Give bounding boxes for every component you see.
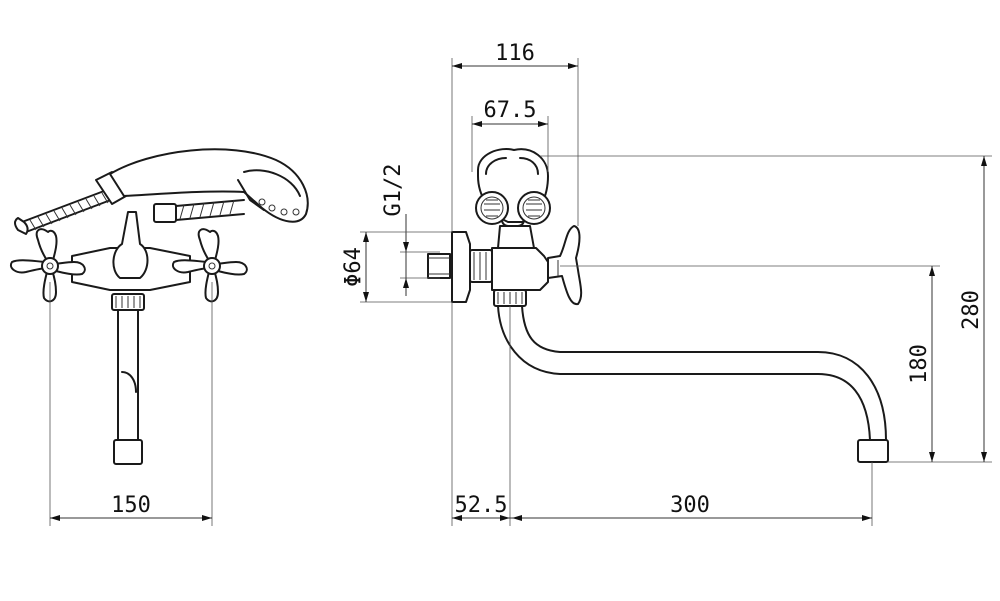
shower-head-side	[475, 148, 551, 225]
spout-front	[117, 309, 139, 441]
side-view: 116 67.5 G1/2 Φ64	[341, 41, 992, 526]
front-view: 150	[10, 148, 309, 526]
dim-thread-label: G1/2	[381, 164, 406, 217]
dim-total-height-label: 280	[959, 290, 984, 330]
shower-hose-left	[14, 187, 117, 235]
dim-side-total-depth-label: 116	[495, 41, 535, 66]
side-body	[491, 247, 549, 291]
dim-front-width: 150	[49, 282, 213, 526]
dim-total-height: 280	[540, 155, 992, 463]
left-handle	[10, 228, 86, 303]
dim-wall-offset: 52.5	[451, 302, 511, 526]
dim-thread: G1/2	[381, 164, 440, 296]
dim-outlet-height-label: 180	[907, 344, 932, 384]
diverter-knob	[112, 211, 149, 279]
dim-flange-diameter: Φ64	[341, 231, 452, 303]
dim-outlet-height: 180	[560, 265, 940, 463]
dim-side-total-depth: 116	[451, 41, 579, 232]
dim-spout-length: 300	[510, 462, 873, 526]
dim-side-handle-depth: 67.5	[471, 98, 549, 172]
aerator-front	[113, 439, 143, 465]
aerator-side	[857, 439, 889, 463]
spout-side	[497, 305, 887, 441]
dim-front-width-label: 150	[111, 493, 151, 518]
shower-hose-right	[153, 199, 245, 223]
hand-shower	[95, 148, 309, 223]
right-handle	[172, 228, 248, 303]
dim-flange-diameter-label: Φ64	[341, 247, 366, 287]
dim-spout-length-label: 300	[670, 493, 710, 518]
side-nut	[469, 249, 493, 283]
dim-wall-offset-label: 52.5	[455, 493, 508, 518]
side-handle	[547, 225, 583, 306]
wall-flange	[451, 231, 471, 303]
dim-side-handle-depth-label: 67.5	[484, 98, 537, 123]
